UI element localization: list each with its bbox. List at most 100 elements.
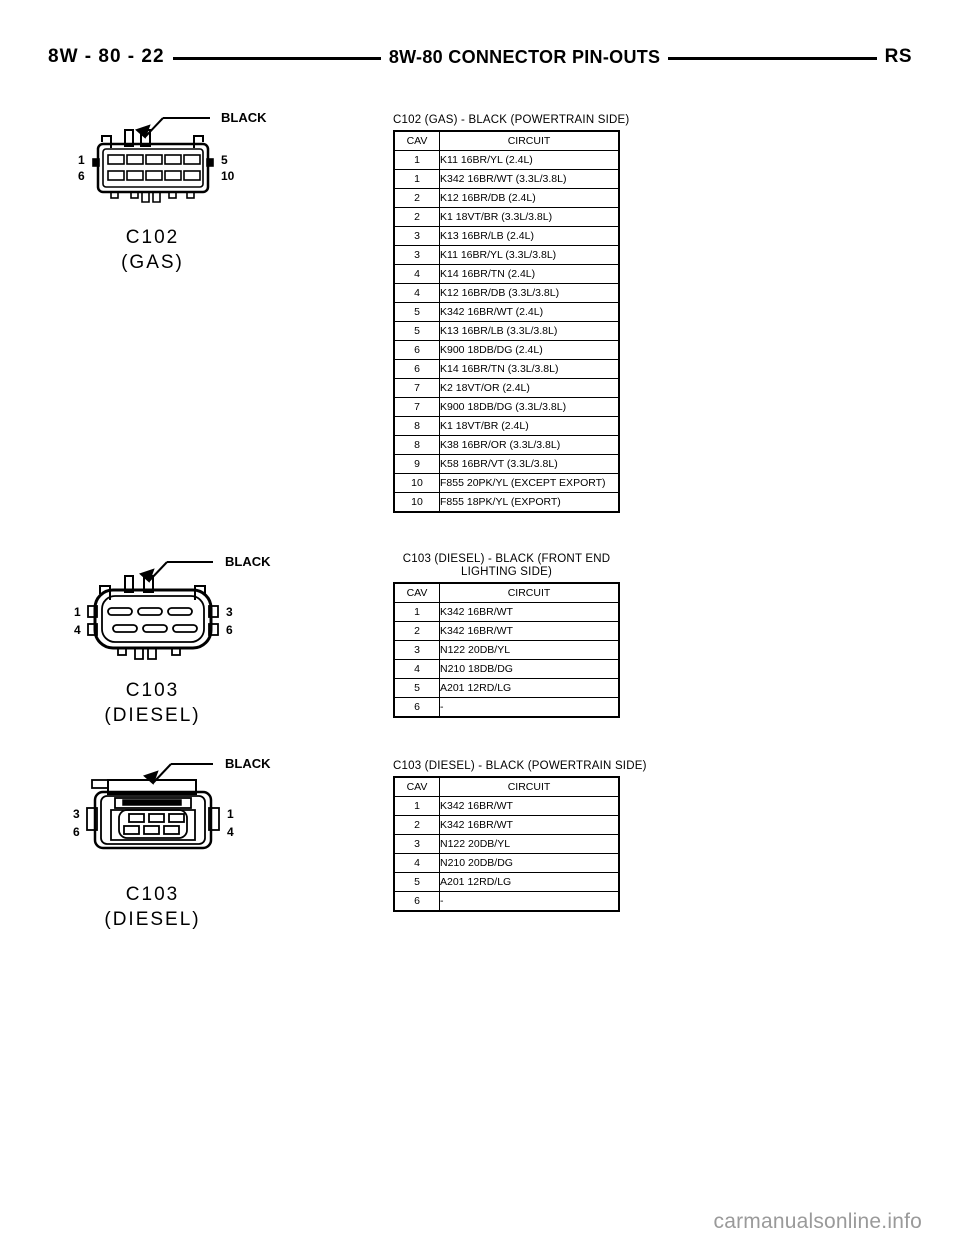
cell-circuit: K12 16BR/DB (3.3L/3.8L)	[439, 283, 620, 303]
pin-label-left-top: 1	[78, 153, 85, 167]
column-header-circuit: CIRCUIT	[439, 582, 620, 603]
c103-front-connector-drawing: BLACK 1 4 3 6	[74, 554, 271, 660]
connector-name-c102: C102	[125, 227, 180, 248]
connector-diagram-c103-diesel-front: BLACK 1 4 3 6 C103 (DIESEL)	[45, 548, 285, 728]
connector-variant-c103-front: (DIESEL)	[104, 705, 201, 726]
cell-circuit: K900 18DB/DG (2.4L)	[439, 340, 620, 360]
cell-circuit: K1 18VT/BR (2.4L)	[439, 416, 620, 436]
callout-label-black: BLACK	[225, 756, 271, 771]
cell-cav: 6	[393, 697, 440, 718]
site-watermark: carmanualsonline.info	[713, 1210, 922, 1233]
cell-cav: 5	[393, 872, 440, 892]
pin-label-right-top: 3	[226, 605, 233, 619]
manual-code: RS	[884, 46, 913, 67]
cell-cav: 6	[393, 891, 440, 912]
cell-cav: 5	[393, 302, 440, 322]
cell-circuit: -	[439, 697, 620, 718]
cell-circuit: K342 16BR/WT (3.3L/3.8L)	[439, 169, 620, 189]
cell-circuit: K11 16BR/YL (3.3L/3.8L)	[439, 245, 620, 265]
header-rule-right	[668, 56, 877, 60]
cell-cav: 4	[393, 659, 440, 679]
cell-circuit: K14 16BR/TN (3.3L/3.8L)	[439, 359, 620, 379]
c102-connector-drawing: BLACK 1 6 5 10	[78, 110, 267, 203]
pinout-table-block-c103-powertrain: C103 (DIESEL) - BLACK (POWERTRAIN SIDE) …	[393, 760, 647, 912]
pinout-table-block-c102-gas: C102 (GAS) - BLACK (POWERTRAIN SIDE) CAV…	[393, 114, 629, 513]
table-caption: C103 (DIESEL) - BLACK (FRONT END LIGHTIN…	[402, 553, 611, 578]
pin-label-left-bottom: 4	[74, 623, 81, 637]
pin-label-right-bottom: 10	[221, 169, 235, 183]
page-header: 8W - 80 - 22 8W-80 CONNECTOR PIN-OUTS RS	[48, 42, 912, 72]
cell-cav: 3	[393, 245, 440, 265]
header-rule-left	[172, 56, 381, 60]
cell-cav: 2	[393, 207, 440, 227]
table-row: 6-	[393, 891, 620, 912]
cell-circuit: K13 16BR/LB (3.3L/3.8L)	[439, 321, 620, 341]
cell-circuit: K342 16BR/WT	[439, 621, 620, 641]
cell-cav: 4	[393, 283, 440, 303]
column-header-cav: CAV	[393, 776, 440, 797]
cell-circuit: K342 16BR/WT	[439, 602, 620, 622]
callout-label-black: BLACK	[225, 554, 271, 569]
cell-circuit: K38 16BR/OR (3.3L/3.8L)	[439, 435, 620, 455]
pin-label-left-top: 1	[74, 605, 81, 619]
cell-cav: 9	[393, 454, 440, 474]
cell-circuit: K12 16BR/DB (2.4L)	[439, 188, 620, 208]
cell-circuit: K11 16BR/YL (2.4L)	[439, 150, 620, 170]
cell-cav: 7	[393, 378, 440, 398]
cell-cav: 5	[393, 321, 440, 341]
column-header-circuit: CIRCUIT	[439, 776, 620, 797]
cell-cav: 3	[393, 640, 440, 660]
cell-cav: 6	[393, 359, 440, 379]
connector-diagram-c102-gas: BLACK 1 6 5 10 C102 (GAS)	[45, 100, 285, 275]
column-header-cav: CAV	[393, 130, 440, 151]
cell-circuit: A201 12RD/LG	[439, 872, 620, 892]
table-caption: C103 (DIESEL) - BLACK (POWERTRAIN SIDE)	[393, 760, 647, 772]
cell-cav: 10	[393, 473, 440, 493]
connector-name-c103-powertrain: C103	[125, 884, 180, 905]
cell-cav: 2	[393, 621, 440, 641]
cell-cav: 1	[393, 602, 440, 622]
column-header-cav: CAV	[393, 582, 440, 603]
cell-circuit: K342 16BR/WT (2.4L)	[439, 302, 620, 322]
cell-circuit: K14 16BR/TN (2.4L)	[439, 264, 620, 284]
table-header-row: CAV CIRCUIT	[393, 776, 620, 797]
cell-cav: 6	[393, 340, 440, 360]
page-number: 8W - 80 - 22	[48, 46, 165, 67]
cell-circuit: -	[439, 891, 620, 912]
table-header-row: CAV CIRCUIT	[393, 582, 620, 603]
cell-circuit: N122 20DB/YL	[439, 640, 620, 660]
pin-label-right-top: 1	[227, 807, 234, 821]
pin-label-left-bottom: 6	[78, 169, 85, 183]
page-title: 8W-80 CONNECTOR PIN-OUTS	[388, 46, 661, 67]
cell-cav: 2	[393, 815, 440, 835]
pin-label-left-bottom: 6	[73, 825, 80, 839]
cell-cav: 4	[393, 264, 440, 284]
cell-cav: 1	[393, 150, 440, 170]
connector-diagram-c103-diesel-powertrain: BLACK 3 6 1 4 C103 (DIESEL)	[45, 752, 285, 932]
cell-circuit: N210 20DB/DG	[439, 853, 620, 873]
